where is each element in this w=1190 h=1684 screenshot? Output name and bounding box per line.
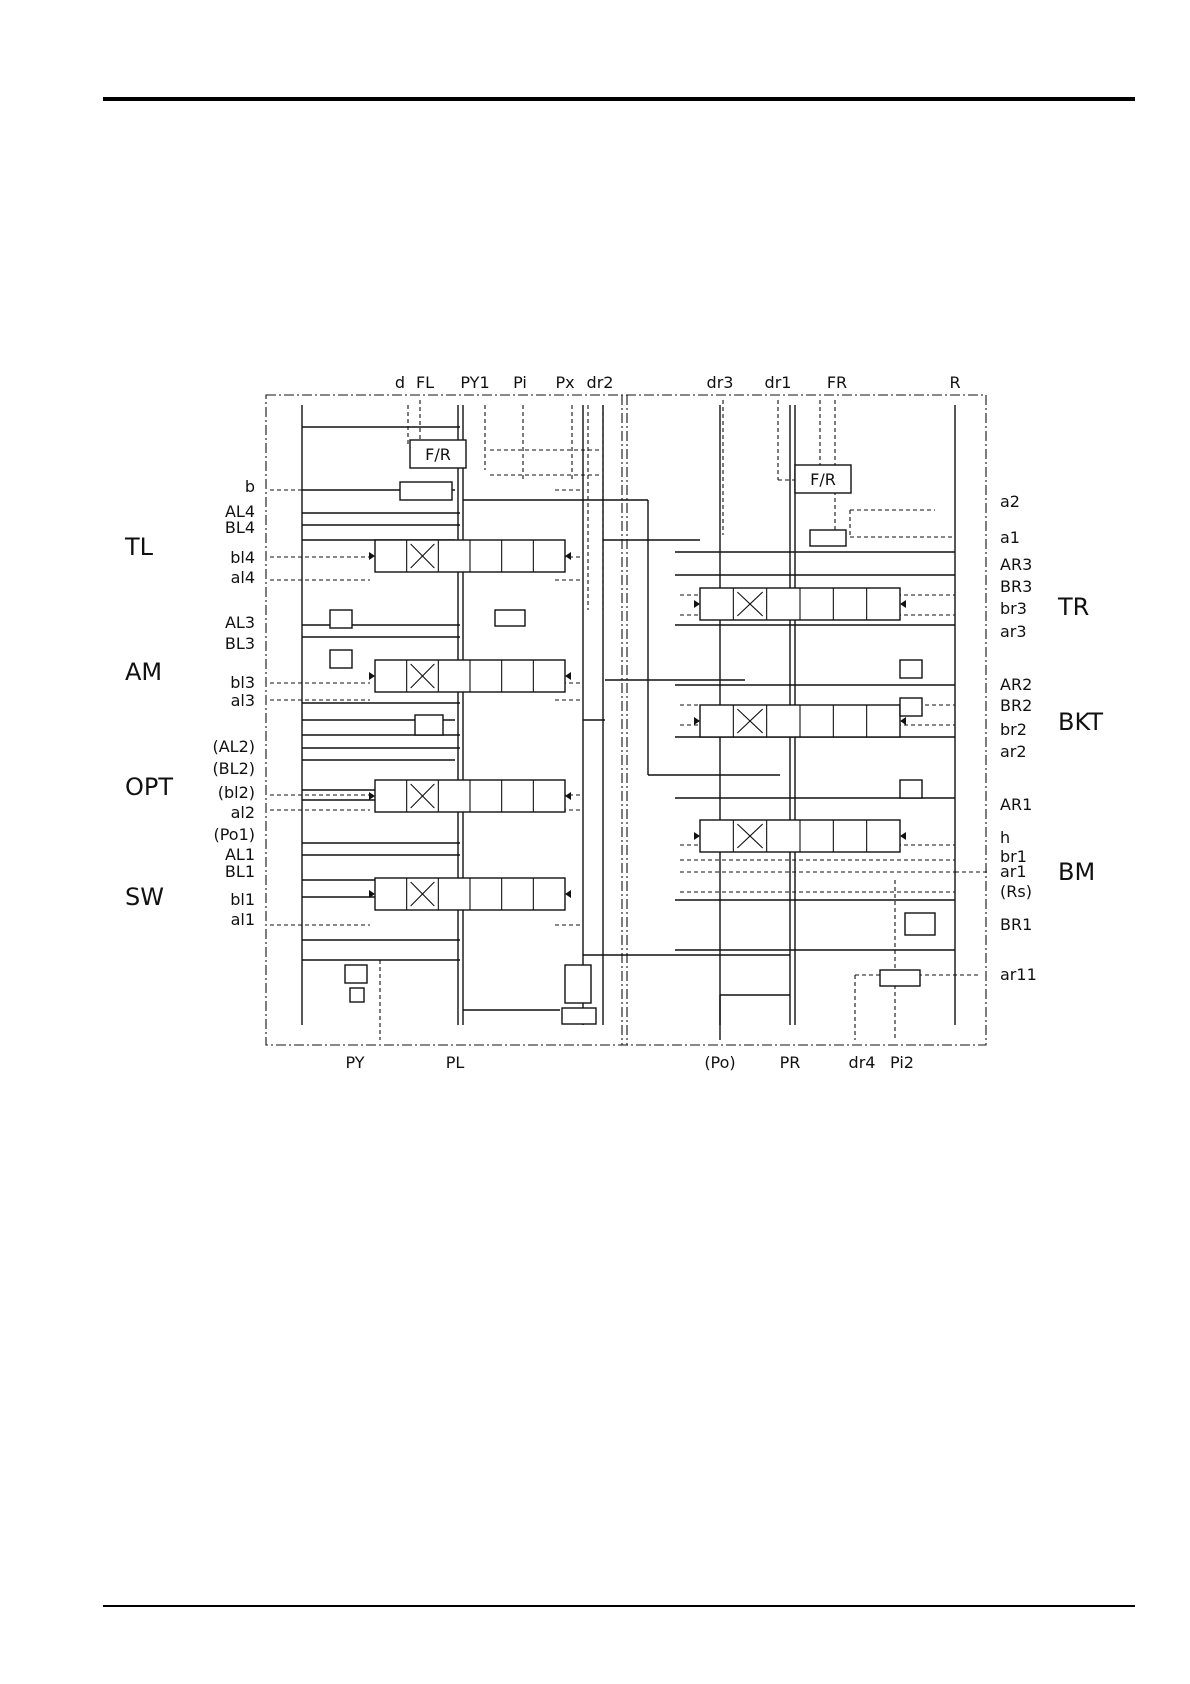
spool-opt <box>369 780 571 812</box>
spool-am <box>369 660 571 692</box>
pilot-arrow <box>694 832 700 840</box>
port-label-bottom: PL <box>446 1053 465 1072</box>
fr-block-left: F/R <box>410 440 466 468</box>
pilot-arrow <box>565 552 571 560</box>
port-label-left: al1 <box>231 910 255 929</box>
pilot-relief-valve <box>345 965 367 983</box>
port-label-right: a2 <box>1000 492 1020 511</box>
section-label-tl: TL <box>124 533 154 561</box>
port-label-bottom: Pi2 <box>890 1053 914 1072</box>
port-label-right: (Rs) <box>1000 882 1032 901</box>
port-label-bottom: dr4 <box>849 1053 876 1072</box>
port-label-bottom: PY <box>345 1053 364 1072</box>
port-label-left: AL3 <box>225 613 255 632</box>
section-label-bkt: BKT <box>1058 708 1103 736</box>
port-labels: d FL PY1 Pi Px dr2 dr3 dr1 FR R PY PL (Po) PR dr4 Pi2 bA… <box>124 373 1103 1072</box>
pilot-arrow <box>369 672 375 680</box>
port-label-right: BR3 <box>1000 577 1032 596</box>
port-label-left: BL1 <box>225 862 255 881</box>
port-label-right: br2 <box>1000 720 1027 739</box>
port-label-top: d <box>395 373 405 392</box>
relief-valve <box>415 715 443 735</box>
pilot-arrow <box>369 792 375 800</box>
fr-blocks: F/R F/R <box>410 440 851 493</box>
port-label-left: (bl2) <box>218 783 255 802</box>
port-label-right: BR2 <box>1000 696 1032 715</box>
port-label-top: PY1 <box>460 373 489 392</box>
relief-valve <box>900 698 922 716</box>
port-label-right: br3 <box>1000 599 1027 618</box>
fr-block-right: F/R <box>795 465 851 493</box>
port-label-top: dr2 <box>587 373 614 392</box>
relief-valve <box>900 660 922 678</box>
port-label-left: BL4 <box>225 518 255 537</box>
port-label-top: FR <box>827 373 847 392</box>
shuttle-valve <box>880 970 920 986</box>
shuttle-valve <box>495 610 525 626</box>
port-label-right: a1 <box>1000 528 1020 547</box>
port-label-right: ar2 <box>1000 742 1027 761</box>
spool-sw <box>369 878 571 910</box>
shuttle-valve <box>400 482 452 500</box>
port-label-top: R <box>949 373 960 392</box>
port-label-top: dr3 <box>707 373 734 392</box>
pilot-arrow <box>565 890 571 898</box>
port-label-top: dr1 <box>765 373 792 392</box>
relief-valve <box>900 780 922 798</box>
section-label-bm: BM <box>1058 858 1095 886</box>
port-label-bottom: (Po) <box>704 1053 735 1072</box>
section-label-opt: OPT <box>125 773 173 801</box>
port-label-top: Px <box>555 373 574 392</box>
section-label-am: AM <box>125 658 162 686</box>
port-label-right: h <box>1000 828 1010 847</box>
section-label-tr: TR <box>1057 593 1089 621</box>
port-label-left: BL3 <box>225 634 255 653</box>
port-label-right: ar3 <box>1000 622 1027 641</box>
pilot-arrow <box>694 600 700 608</box>
pilot-arrow <box>900 717 906 725</box>
pilot-arrow <box>565 672 571 680</box>
fr-block-label: F/R <box>810 470 836 489</box>
port-label-left: bl4 <box>230 548 255 567</box>
port-label-left: (BL2) <box>212 759 255 778</box>
shuttle-valve <box>810 530 846 546</box>
port-label-left: (Po1) <box>213 825 255 844</box>
relief-valve <box>330 650 352 668</box>
shuttle-valve <box>562 1008 596 1024</box>
spool-tr <box>694 588 906 620</box>
pilot-filter <box>350 988 364 1002</box>
port-label-left: b <box>245 477 255 496</box>
pilot-arrow <box>369 552 375 560</box>
pilot-arrow <box>565 792 571 800</box>
port-label-left: al2 <box>231 803 255 822</box>
check-valve <box>905 913 935 935</box>
port-label-right: AR2 <box>1000 675 1032 694</box>
fr-block-label: F/R <box>425 445 451 464</box>
relief-valve <box>330 610 352 628</box>
port-label-left: bl3 <box>230 673 255 692</box>
section-label-sw: SW <box>125 883 164 911</box>
port-label-top: FL <box>416 373 434 392</box>
port-label-bottom: PR <box>780 1053 801 1072</box>
port-label-left: bl1 <box>230 890 255 909</box>
pressure-reducing-valve <box>565 965 591 1003</box>
port-label-left: (AL2) <box>212 737 255 756</box>
port-label-right: AR3 <box>1000 555 1032 574</box>
spool-valves <box>330 482 935 1024</box>
port-label-left: al3 <box>231 691 255 710</box>
spool-bkt <box>694 705 906 737</box>
pilot-arrow <box>900 832 906 840</box>
spool-bm <box>694 820 906 852</box>
port-label-right: AR1 <box>1000 795 1032 814</box>
pilot-arrow <box>694 717 700 725</box>
port-label-right: ar11 <box>1000 965 1037 984</box>
pilot-arrow <box>900 600 906 608</box>
spool-tl <box>369 540 571 572</box>
port-label-right: BR1 <box>1000 915 1032 934</box>
port-label-right: ar1 <box>1000 862 1027 881</box>
port-label-left: al4 <box>231 568 255 587</box>
port-label-top: Pi <box>513 373 527 392</box>
